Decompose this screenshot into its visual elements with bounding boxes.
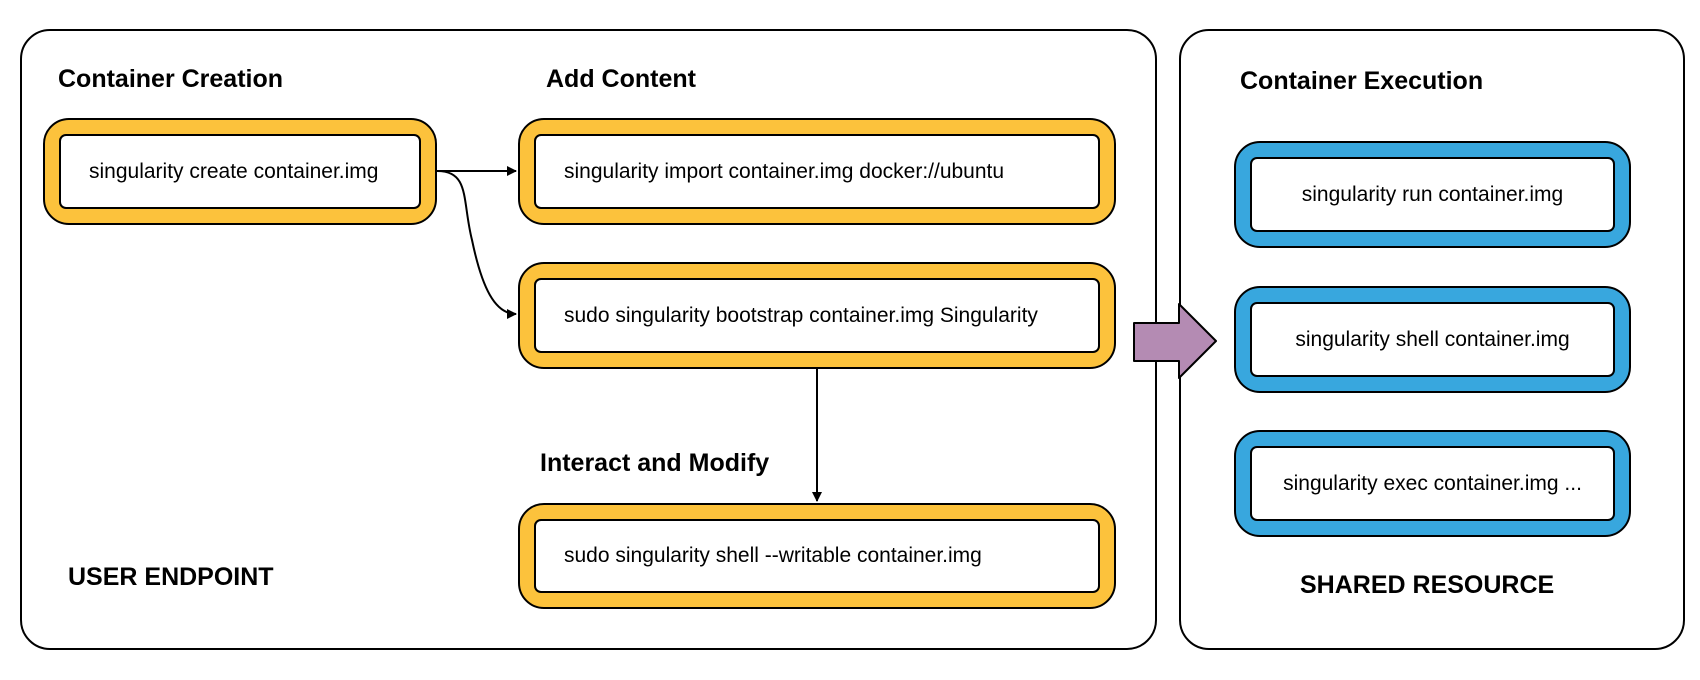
- shared-resource-label: SHARED RESOURCE: [1300, 571, 1555, 599]
- shell-command-box: singularity shell container.img: [1234, 286, 1631, 393]
- add-content-heading: Add Content: [546, 65, 696, 93]
- run-command-box: singularity run container.img: [1234, 141, 1631, 248]
- bootstrap-command-box: sudo singularity bootstrap container.img…: [518, 262, 1116, 369]
- container-creation-heading: Container Creation: [58, 65, 284, 93]
- transfer-arrow-icon: [1133, 303, 1217, 379]
- container-execution-heading: Container Execution: [1240, 67, 1484, 95]
- exec-command-box: singularity exec container.img ...: [1234, 430, 1631, 537]
- create-command-text: singularity create container.img: [59, 134, 421, 209]
- run-command-text: singularity run container.img: [1250, 157, 1615, 232]
- create-command-box: singularity create container.img: [43, 118, 437, 225]
- import-command-text: singularity import container.img docker:…: [534, 134, 1100, 209]
- shell-writable-command-box: sudo singularity shell --writable contai…: [518, 503, 1116, 609]
- shell-writable-command-text: sudo singularity shell --writable contai…: [534, 519, 1100, 593]
- exec-command-text: singularity exec container.img ...: [1250, 446, 1615, 521]
- import-command-box: singularity import container.img docker:…: [518, 118, 1116, 225]
- bootstrap-command-text: sudo singularity bootstrap container.img…: [534, 278, 1100, 353]
- shell-command-text: singularity shell container.img: [1250, 302, 1615, 377]
- interact-modify-heading: Interact and Modify: [540, 449, 770, 477]
- user-endpoint-label: USER ENDPOINT: [68, 563, 274, 591]
- arrow-create-to-bootstrap: [436, 170, 517, 319]
